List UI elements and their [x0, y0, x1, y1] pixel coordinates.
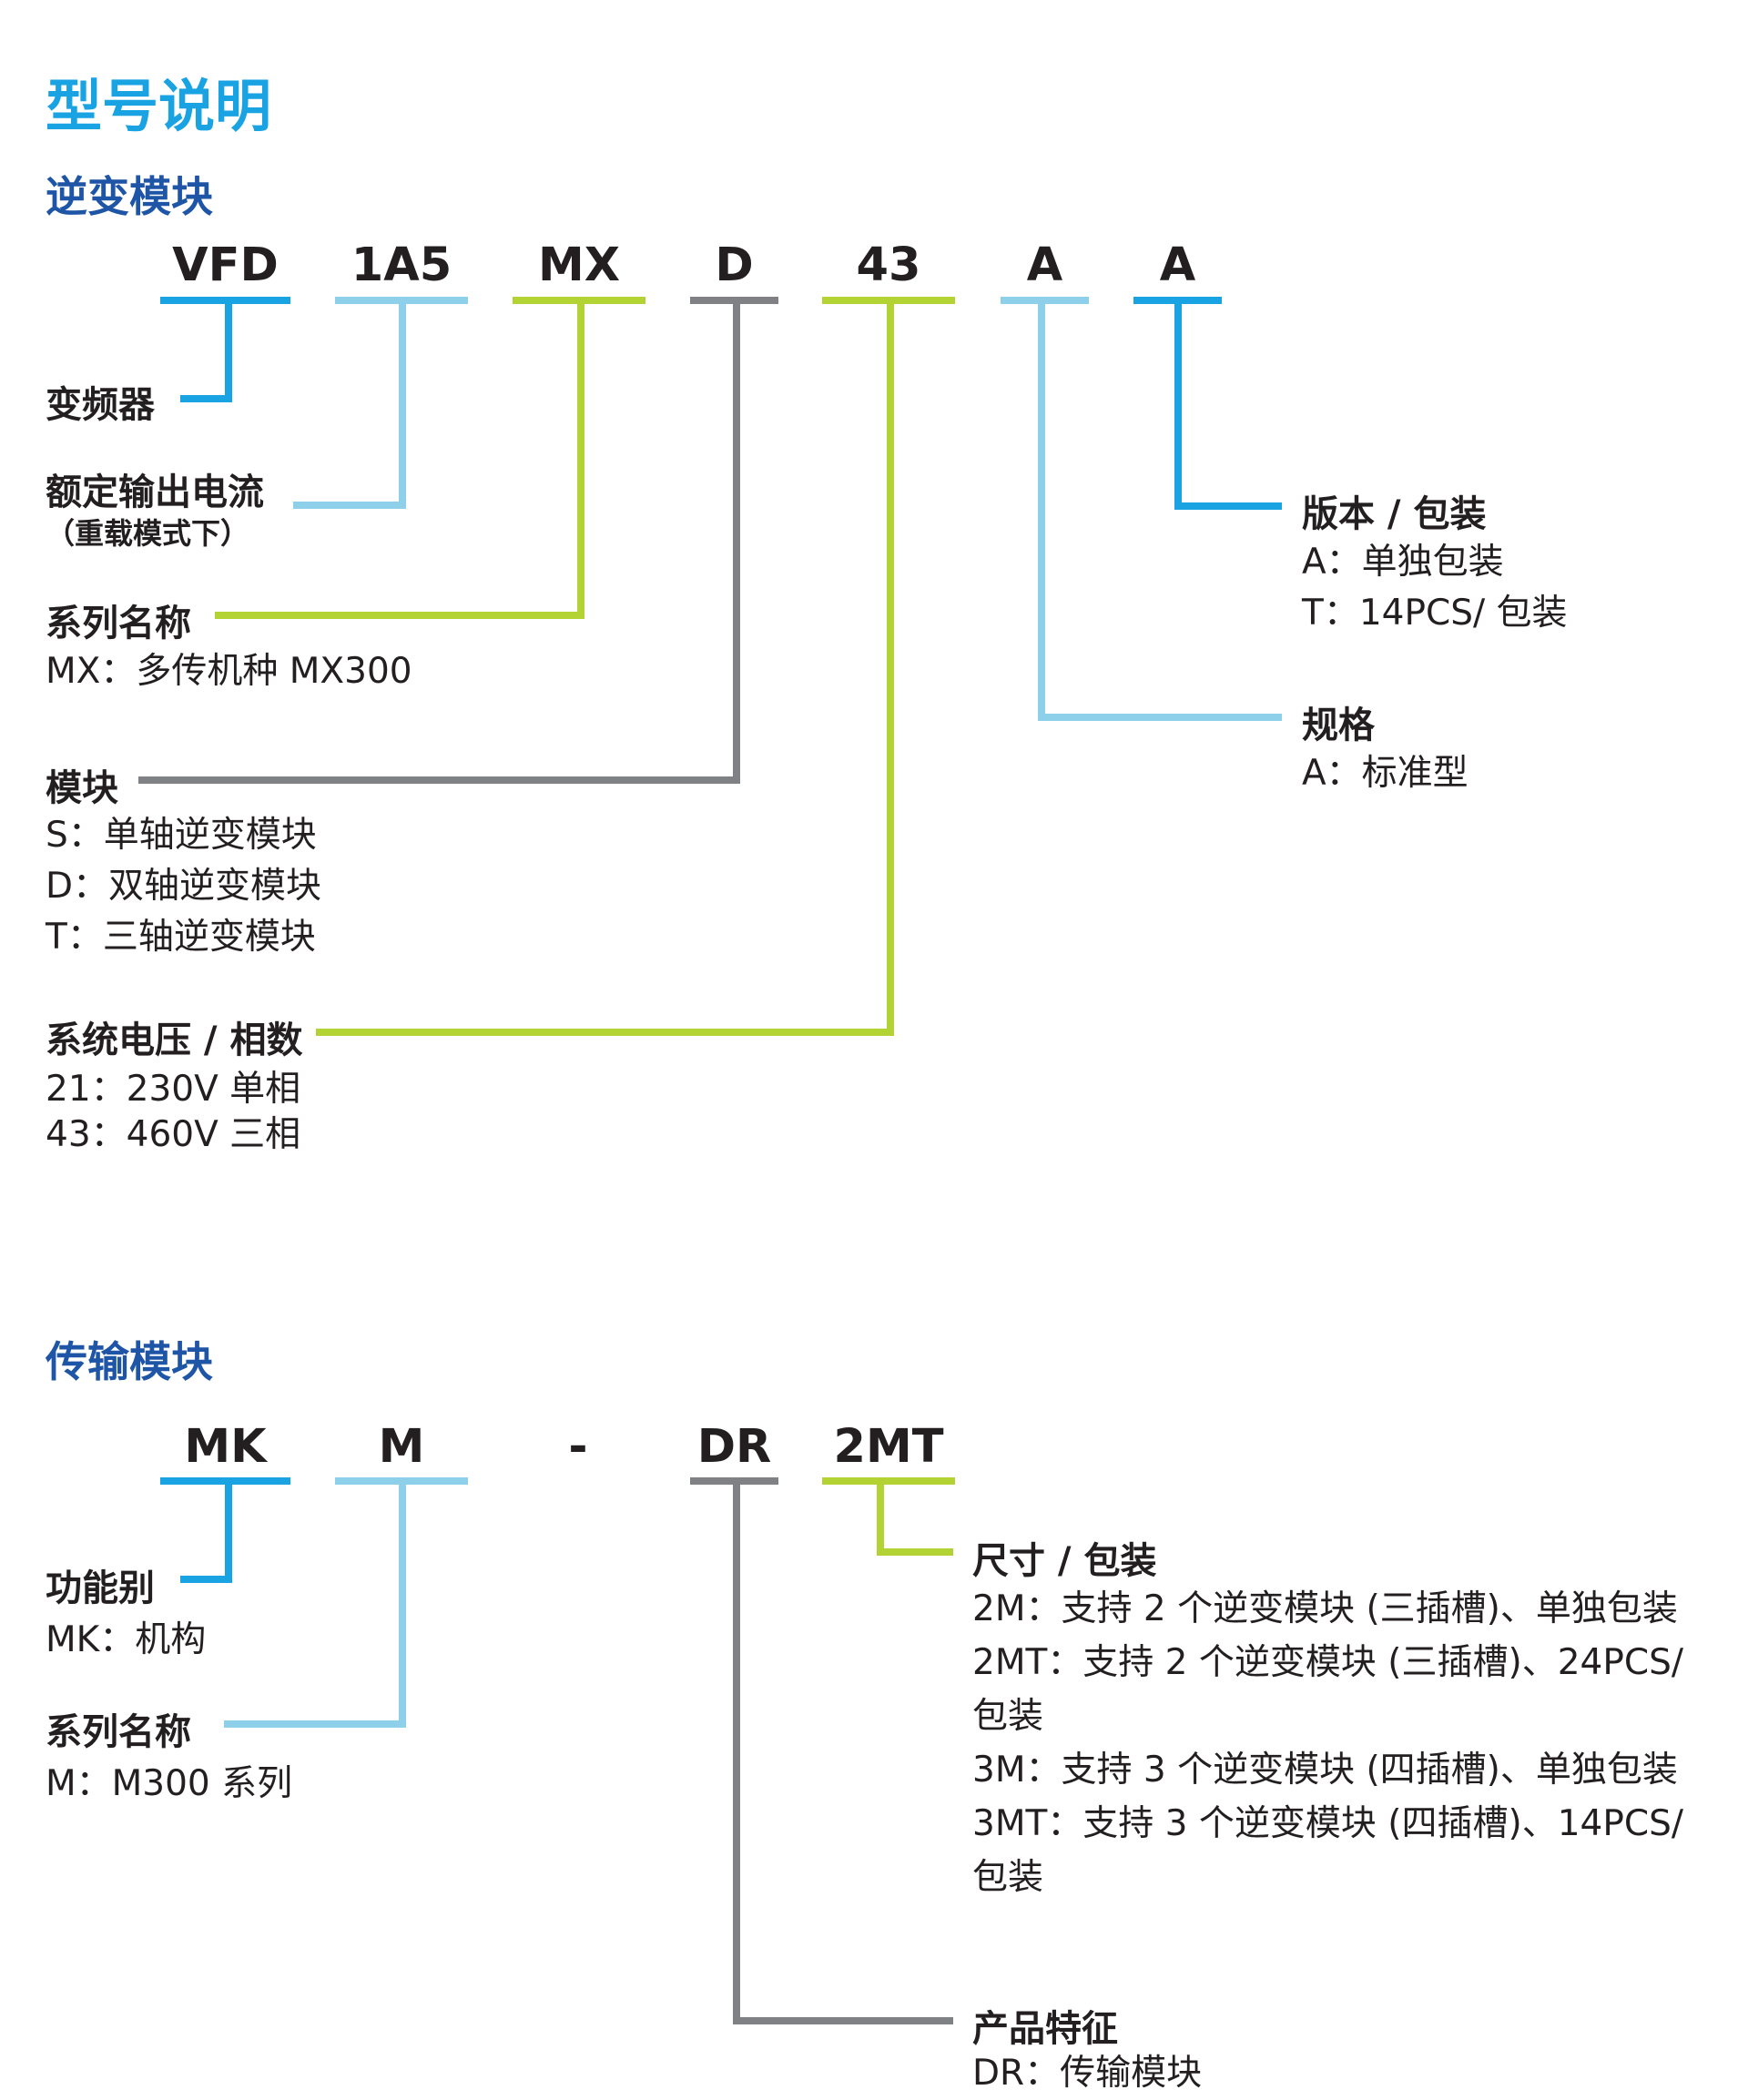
connector-vfd — [180, 300, 232, 402]
code-d: D — [715, 238, 754, 292]
transmission-section-heading: 传输模块 — [46, 1337, 213, 1386]
desc-function: MK：机构 — [46, 1615, 206, 1666]
connector-mx — [215, 300, 584, 619]
connector-a2 — [1174, 300, 1282, 510]
desc-voltage-line: 43：460V 三相 — [46, 1114, 301, 1155]
connector-dr — [733, 1481, 953, 2024]
desc-version-line: A：单独包装 — [1302, 542, 1504, 583]
connector-d — [138, 300, 740, 784]
code-43: 43 — [856, 238, 921, 292]
page-title: 型号说明 — [46, 73, 272, 139]
inverter-section-heading: 逆变模块 — [46, 172, 213, 221]
desc-version: A：单独包装 T：14PCS/ 包装 — [1302, 537, 1568, 639]
code-spec: A — [1026, 238, 1063, 292]
connector-43 — [316, 300, 894, 1036]
desc-feature-line: DR：传输模块 — [972, 2053, 1203, 2094]
desc-size-line: 包装 — [972, 1857, 1044, 1898]
code-version: A — [1159, 238, 1196, 292]
desc-voltage-line: 21：230V 单相 — [46, 1069, 301, 1110]
desc-module-line: D：双轴逆变模块 — [46, 866, 322, 907]
desc-size-line: 3MT：支持 3 个逆变模块 (四插槽)、14PCS/ — [972, 1803, 1683, 1844]
code-1a5: 1A5 — [351, 238, 452, 292]
connector-2mt — [877, 1481, 953, 1556]
desc-size-line: 2M：支持 2 个逆变模块 (三插槽)、单独包装 — [972, 1588, 1678, 1629]
label-rated-current-sub: （重载模式下） — [46, 516, 250, 551]
connector-a1 — [1038, 300, 1282, 721]
desc-voltage: 21：230V 单相 43：460V 三相 — [46, 1067, 300, 1158]
label-spec: 规格 — [1302, 705, 1375, 746]
desc-module-line: S：单轴逆变模块 — [46, 815, 317, 856]
desc-size-line: 包装 — [972, 1696, 1044, 1737]
desc-size-line: 3M：支持 3 个逆变模块 (四插槽)、单独包装 — [972, 1750, 1678, 1791]
desc-spec-line: A：标准型 — [1302, 753, 1469, 794]
code-m: M — [378, 1420, 425, 1474]
code-vfd: VFD — [172, 238, 279, 292]
desc-version-line: T：14PCS/ 包装 — [1302, 593, 1568, 634]
label-voltage: 系统电压 / 相数 — [46, 1020, 303, 1061]
desc-function-line: MK：机构 — [46, 1619, 207, 1660]
desc-spec: A：标准型 — [1302, 748, 1469, 799]
label-series: 系列名称 — [46, 603, 191, 644]
code-dash: - — [568, 1420, 588, 1474]
label-module: 模块 — [46, 767, 118, 809]
code-dr: DR — [696, 1420, 772, 1474]
connector-mk — [180, 1481, 232, 1583]
code-2mt: 2MT — [833, 1420, 944, 1474]
code-mk: MK — [184, 1420, 267, 1474]
label-vfd: 变频器 — [46, 384, 155, 426]
desc-transmission-series-line: M：M300 系列 — [46, 1763, 293, 1804]
desc-module: S：单轴逆变模块 D：双轴逆变模块 T：三轴逆变模块 — [46, 810, 321, 963]
label-transmission-series: 系列名称 — [46, 1711, 191, 1753]
connector-m — [224, 1481, 406, 1728]
desc-series: MX：多传机种 MX300 — [46, 646, 412, 697]
desc-size-line: 2MT：支持 2 个逆变模块 (三插槽)、24PCS/ — [972, 1642, 1683, 1683]
desc-size: 2M：支持 2 个逆变模块 (三插槽)、单独包装 2MT：支持 2 个逆变模块 … — [972, 1582, 1683, 1904]
label-function: 功能别 — [46, 1567, 155, 1609]
label-version: 版本 / 包装 — [1302, 493, 1487, 535]
code-mx: MX — [537, 238, 621, 292]
desc-feature: DR：传输模块 — [972, 2048, 1202, 2099]
connector-1a5 — [293, 300, 406, 509]
label-feature: 产品特征 — [972, 2008, 1118, 2050]
desc-transmission-series: M：M300 系列 — [46, 1759, 292, 1810]
label-rated-current: 额定输出电流 — [46, 472, 264, 513]
desc-module-line: T：三轴逆变模块 — [46, 917, 316, 958]
desc-series-line: MX：多传机种 MX300 — [46, 651, 412, 692]
label-size: 尺寸 / 包装 — [972, 1540, 1157, 1582]
